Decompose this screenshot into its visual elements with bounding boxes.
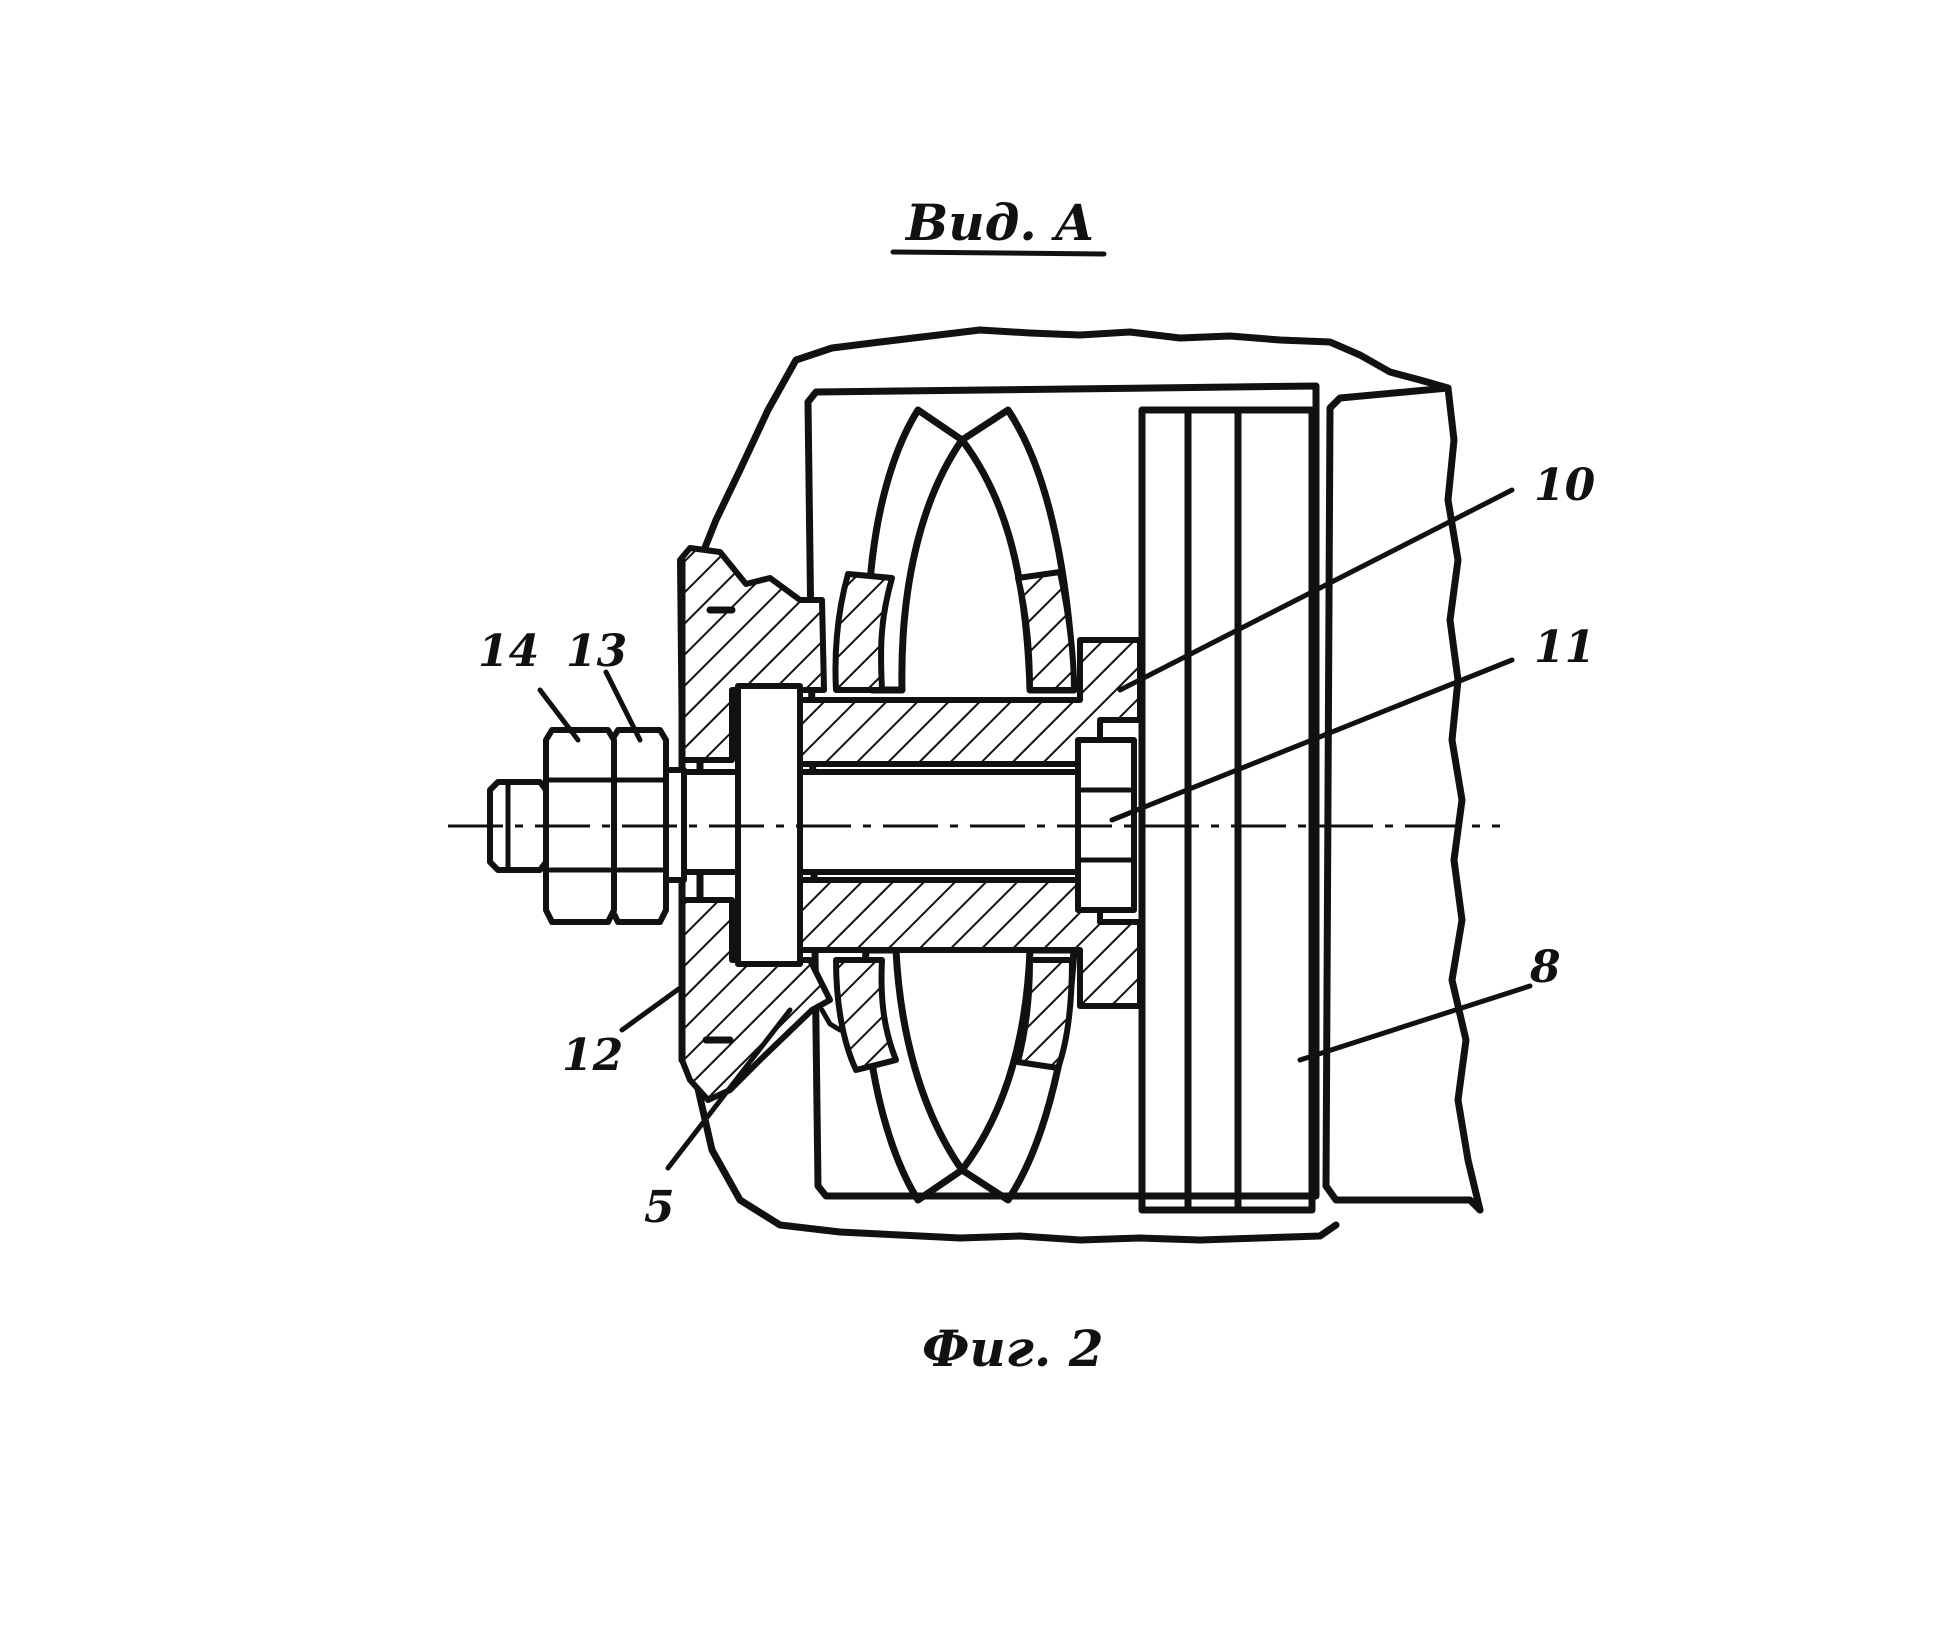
callout-10: 10 [1534, 460, 1596, 511]
figure-caption: Фиг. 2 [922, 1319, 1104, 1378]
callout-11: 11 [1534, 622, 1595, 673]
callout-14: 14 [478, 626, 539, 677]
callout-5: 5 [644, 1182, 675, 1233]
lower-lens-hatch-right [1015, 957, 1075, 1071]
view-title-underline [890, 249, 1107, 257]
leader-11 [1109, 657, 1515, 823]
lower-lens-hatch-left [833, 957, 899, 1073]
upper-lens-hatch-left [832, 571, 895, 693]
leader-13 [603, 669, 643, 743]
end-cap [1322, 384, 1484, 1214]
bushing-upper [797, 637, 1143, 767]
leader-14 [537, 687, 581, 743]
leader-12 [619, 985, 683, 1033]
leader-8 [1297, 983, 1533, 1063]
upper-lens-element-left [865, 406, 966, 694]
plate-stack [1138, 406, 1316, 1214]
flange-lower [679, 897, 833, 1103]
callout-12: 12 [562, 1030, 623, 1081]
callout-13: 13 [566, 626, 627, 677]
retaining-ring [819, 1007, 843, 1033]
callout-8: 8 [1529, 942, 1561, 993]
upper-lens-hatch-right [1015, 569, 1077, 693]
view-title: Вид. А [904, 193, 1095, 252]
leader-10 [1117, 487, 1515, 693]
flange-upper [677, 545, 827, 763]
leader-5 [665, 1007, 793, 1171]
housing-inner-frame [804, 382, 1320, 1200]
